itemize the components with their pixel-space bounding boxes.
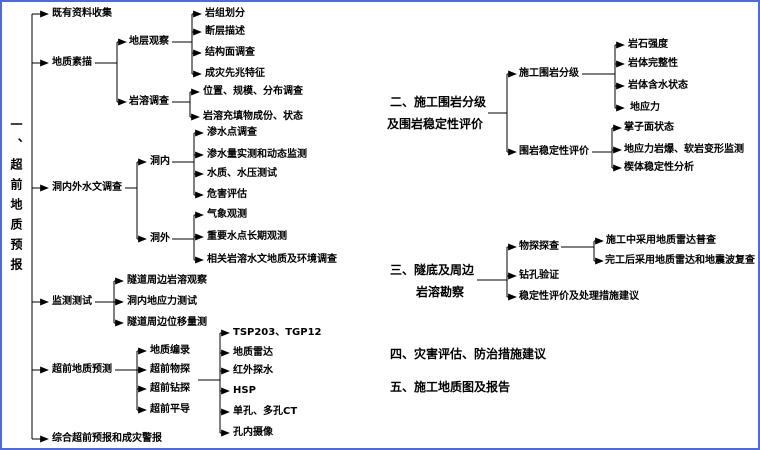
leaf-wedge-stability-analysis: 楔体稳定性分析 <box>624 162 694 173</box>
leaf-karst-filling-composition: 岩溶充填物成份、状态 <box>203 111 303 122</box>
leaf-rock-water-content-state: 岩体含水状态 <box>628 80 688 91</box>
section2-title-line1: 二、施工围岩分级 <box>390 95 487 109</box>
leaf-geological-logging: 地质编录 <box>150 345 190 356</box>
leaf-ground-stress: 地应力 <box>630 102 660 113</box>
node-inside-tunnel: 洞内 <box>150 156 170 167</box>
branch-comprehensive-forecast-alarm: 综合超前预报和成灾警报 <box>52 433 162 444</box>
branch-geological-sketch: 地质素描 <box>52 57 92 68</box>
node-karst-survey: 岩溶调查 <box>129 96 169 107</box>
leaf-tunnel-karst-observation: 隧道周边岩溶观察 <box>127 275 207 286</box>
section3-title-line2: 岩溶勘察 <box>416 285 465 299</box>
section2-title-line2: 及围岩稳定性评价 <box>387 117 484 131</box>
node-drilling-verification: 钻孔验证 <box>519 270 559 281</box>
leaf-tunnel-face-state: 掌子面状态 <box>624 122 674 133</box>
branch-advance-geological-prediction: 超前地质预测 <box>52 364 112 375</box>
leaf-disaster-precursor-features: 成灾先兆特征 <box>205 68 265 79</box>
leaf-structural-plane-survey: 结构面调查 <box>205 47 255 58</box>
leaf-hazard-assessment: 危害评估 <box>207 189 247 200</box>
leaf-weather-observation: 气象观测 <box>207 209 247 220</box>
leaf-rock-group-division: 岩组划分 <box>205 8 245 19</box>
section4-title: 四、灾害评估、防治措施建议 <box>390 347 547 361</box>
node-rock-mass-grading: 施工围岩分级 <box>519 68 579 79</box>
leaf-karst-hydrogeology-environment-survey: 相关岩溶水文地质及环境调查 <box>207 254 337 265</box>
node-strata-observation: 地层观察 <box>129 36 169 47</box>
branch-monitoring-test: 监测测试 <box>52 296 92 307</box>
node-outside-tunnel: 洞外 <box>150 233 170 244</box>
leaf-displacement-measurement: 隧道周边位移量测 <box>127 317 207 328</box>
leaf-rock-strength: 岩石强度 <box>628 39 668 50</box>
section1-title: 一、超前地质预报 <box>9 118 23 278</box>
leaf-tsp203-tgp12: TSP203、TGP12 <box>233 327 322 338</box>
leaf-rockburst-softrock-deformation-monitoring: 地应力岩爆、软岩变形监测 <box>624 144 744 155</box>
leaf-rock-mass-integrity: 岩体完整性 <box>628 58 678 69</box>
branch-hydrology-survey: 洞内外水文调查 <box>52 182 122 193</box>
leaf-borehole-camera: 孔内摄像 <box>233 427 273 438</box>
leaf-advance-drilling: 超前钻探 <box>150 383 190 394</box>
leaf-water-quality-pressure-test: 水质、水压测试 <box>207 168 277 179</box>
leaf-hsp: HSP <box>233 385 256 396</box>
node-stability-evaluation-treatment-suggestion: 稳定性评价及处理措施建议 <box>519 291 639 302</box>
leaf-fault-description: 断层描述 <box>205 26 245 37</box>
leaf-advance-geophysical-exploration: 超前物探 <box>150 364 190 375</box>
node-geophysical-exploration: 物探探查 <box>519 241 559 252</box>
leaf-seepage-volume-monitoring: 渗水量实测和动态监测 <box>207 149 307 160</box>
leaf-karst-location-scale-distribution: 位置、规模、分布调查 <box>203 86 303 97</box>
leaf-single-multi-hole-ct: 单孔、多孔CT <box>233 406 298 417</box>
leaf-geological-radar: 地质雷达 <box>233 347 273 358</box>
leaf-radar-survey-during-construction: 施工中采用地质雷达普查 <box>606 235 716 246</box>
section3-title-line1: 三、隧底及周边 <box>390 263 475 277</box>
leaf-advance-pilot-tunnel: 超前平导 <box>150 404 190 415</box>
leaf-key-water-point-observation: 重要水点长期观测 <box>207 231 287 242</box>
leaf-radar-seismic-recheck-after-completion: 完工后采用地质雷达和地震波复查 <box>605 255 755 266</box>
leaf-seepage-point-survey: 渗水点调查 <box>207 127 257 138</box>
leaf-infrared-water-detection: 红外探水 <box>233 365 273 376</box>
section5-title: 五、施工地质图及报告 <box>390 380 511 394</box>
node-stability-evaluation: 围岩稳定性评价 <box>519 146 589 157</box>
branch-existing-data-collection: 既有资料收集 <box>52 8 112 19</box>
leaf-ground-stress-test: 洞内地应力测试 <box>127 296 197 307</box>
